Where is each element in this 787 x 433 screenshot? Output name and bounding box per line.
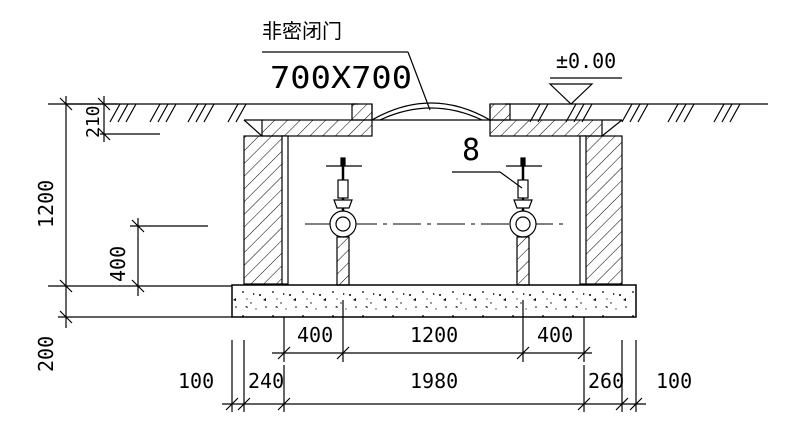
- side-walls: [243, 135, 623, 285]
- right-valve: [506, 157, 542, 286]
- door-name-label: 非密闭门: [262, 19, 342, 43]
- left-valve: [326, 157, 362, 286]
- non-airtight-door: [371, 102, 491, 121]
- horizontal-dimensions-row2: [222, 340, 646, 412]
- dim-1200-vertical: 1200: [34, 180, 58, 228]
- elevation-label: ±0.00: [556, 49, 616, 73]
- elevation-marker: ±0.00: [548, 49, 622, 105]
- dim-1980: 1980: [410, 369, 458, 393]
- door-label: 非密闭门 700X700: [262, 19, 431, 111]
- dim-100-right: 100: [656, 369, 692, 393]
- dim-1200-center: 1200: [410, 323, 458, 347]
- dim-240: 240: [248, 369, 284, 393]
- dim-200: 200: [34, 336, 58, 372]
- dim-210: 210: [83, 105, 104, 138]
- vertical-dimensions: [48, 96, 232, 328]
- dim-400-vertical: 400: [106, 246, 130, 282]
- dim-260: 260: [588, 369, 624, 393]
- concrete-base: [231, 284, 637, 318]
- callout-8: 8: [452, 133, 523, 189]
- top-slab: [243, 103, 623, 137]
- callout-number: 8: [462, 133, 480, 168]
- ground-surface: [48, 103, 768, 123]
- dim-400-right: 400: [537, 323, 573, 347]
- door-size-label: 700X700: [270, 61, 412, 96]
- dim-400-left: 400: [297, 323, 333, 347]
- horizontal-dimensions-row1: [272, 300, 592, 362]
- dim-100-left: 100: [178, 369, 214, 393]
